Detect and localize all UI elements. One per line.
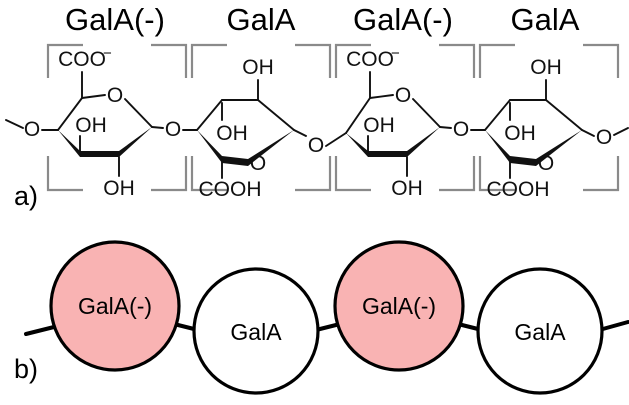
- terminus-left: O: [5, 118, 59, 141]
- bracket-unit-1: [46, 43, 188, 192]
- sugar-ring-2: O COOH OH OH: [196, 56, 295, 201]
- ring-1-charge-sign: −: [103, 45, 112, 62]
- unit-brackets: [46, 43, 620, 192]
- bracket-unit-3: [334, 43, 476, 192]
- ring-4-oh-c3: OH: [504, 122, 536, 145]
- glycosidic-linkage-1: O: [151, 118, 198, 141]
- glycosidic-linkage-2: O: [293, 129, 347, 157]
- ring-2-ring-oxygen: O: [250, 152, 266, 175]
- terminus-right: O: [581, 126, 629, 149]
- residue-3-circle[interactable]: [333, 240, 465, 372]
- unit-label-2: GalA: [227, 2, 296, 37]
- unit-label-4: GalA: [511, 2, 580, 37]
- ring-3-carboxylate-label: COO: [346, 48, 394, 71]
- panel-letter-a: a): [14, 181, 38, 211]
- residue-4-label: GalA: [514, 319, 566, 345]
- residue-3-label: GalA(-): [362, 293, 436, 319]
- ring-3-oh-c2: OH: [391, 177, 423, 200]
- glycosidic-oxygen-2: O: [308, 134, 324, 157]
- bracket-unit-4: [478, 43, 620, 192]
- ring-4-carboxyl-label: COOH: [487, 178, 550, 201]
- residue-1-circle[interactable]: [49, 240, 181, 372]
- ring-1-carboxylate-label: COO: [58, 48, 106, 71]
- residue-2[interactable]: GalA: [192, 267, 320, 395]
- residue-4[interactable]: GalA: [476, 267, 604, 395]
- ring-1-oh-c3: OH: [75, 114, 107, 137]
- residue-2-circle[interactable]: [192, 267, 320, 395]
- panel-b: GalA(-) GalA GalA(-) GalA b): [14, 240, 629, 395]
- ring-2-oh-c2: OH: [242, 56, 274, 79]
- sugar-ring-3: COO − O OH OH: [345, 45, 441, 200]
- residue-1[interactable]: GalA(-): [49, 240, 181, 372]
- ring-2-oh-c3: OH: [216, 122, 248, 145]
- ring-1-ring-oxygen: O: [107, 84, 123, 107]
- sugar-ring-1: COO − O OH OH: [57, 45, 153, 200]
- ring-3-oh-c3: OH: [363, 114, 395, 137]
- residue-3[interactable]: GalA(-): [333, 240, 465, 372]
- sugar-ring-4: O COOH OH OH: [484, 56, 583, 201]
- unit-label-3: GalA(-): [353, 2, 453, 37]
- residue-1-label: GalA(-): [78, 293, 152, 319]
- bracket-unit-2: [190, 43, 332, 192]
- residue-4-circle[interactable]: [476, 267, 604, 395]
- ring-4-ring-oxygen: O: [538, 152, 554, 175]
- glycosidic-oxygen-1: O: [165, 118, 181, 141]
- terminus-left-oxygen: O: [24, 118, 40, 141]
- panel-a: GalA(-) GalA GalA(-) GalA: [5, 2, 629, 211]
- glycosidic-oxygen-3: O: [453, 118, 469, 141]
- panel-letter-b: b): [14, 354, 38, 384]
- unit-label-1: GalA(-): [65, 2, 165, 37]
- ring-4-oh-c2: OH: [530, 56, 562, 79]
- glycosidic-linkage-3: O: [439, 118, 486, 141]
- ring-3-charge-sign: −: [391, 45, 400, 62]
- residue-circles: GalA(-) GalA GalA(-) GalA: [49, 240, 604, 395]
- terminus-right-oxygen: O: [596, 126, 612, 149]
- ring-3-ring-oxygen: O: [395, 84, 411, 107]
- ring-1-oh-c2: OH: [103, 177, 135, 200]
- ring-2-carboxyl-label: COOH: [199, 178, 262, 201]
- residue-2-label: GalA: [230, 319, 282, 345]
